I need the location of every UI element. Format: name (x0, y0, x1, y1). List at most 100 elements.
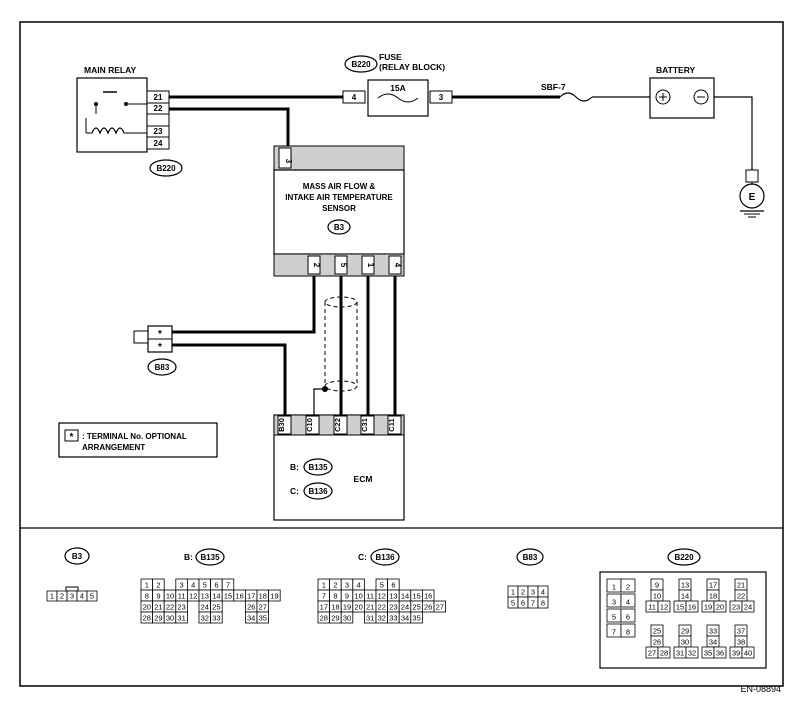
maf-top-pin-box (278, 147, 292, 169)
b136-pin-label: 25 (412, 603, 420, 612)
b135-pin-label: 33 (212, 614, 220, 623)
b136-pin-label: 6 (391, 581, 395, 590)
b136-view-prefix: C: (358, 552, 367, 562)
maf-line3: SENSOR (322, 204, 356, 213)
b135-pin-label: 8 (145, 592, 149, 601)
b136-cell (340, 611, 354, 624)
b220-cell (713, 600, 727, 613)
relay-coil-icon (91, 127, 125, 135)
maf-pin-5: 5 (339, 263, 348, 268)
wires-middle (172, 276, 397, 415)
maf-connector-label: B3 (334, 223, 345, 232)
relay-connector-badge (149, 159, 183, 177)
b220-pin-label: 12 (660, 603, 668, 612)
b136-cell (433, 600, 447, 613)
b136-pin-label: 32 (378, 614, 386, 623)
b136-pin-label: 18 (331, 603, 339, 612)
b135-pin-label: 16 (235, 592, 243, 601)
b135-pin-label: 9 (156, 592, 160, 601)
maf-pin-1: 1 (366, 263, 375, 268)
b3-pin-label: 3 (70, 592, 74, 601)
ecm-b-connector: B135 (308, 463, 328, 472)
b220-cell (620, 623, 636, 638)
legend-symbol: * (70, 432, 74, 443)
b135-pin-label: 5 (203, 581, 207, 590)
b83-badge (147, 358, 177, 376)
b136-pin-label: 9 (345, 592, 349, 601)
maf-line1: MASS AIR FLOW & (303, 182, 376, 191)
b83-pin-label: 8 (541, 599, 545, 608)
b3-pin-label: 2 (60, 592, 64, 601)
ecm-b-badge (303, 458, 333, 476)
ecm-pin-c22: C22 (333, 418, 342, 432)
b220-cell (657, 600, 671, 613)
b136-pin-label: 17 (320, 603, 328, 612)
b135-pin-label: 1 (145, 581, 149, 590)
b83-pin-label: 4 (541, 588, 545, 597)
maf-top-connector (273, 145, 405, 171)
b220-pin-label: 17 (709, 581, 717, 590)
main-relay-terminal-block (146, 90, 170, 150)
b135-pin-label: 31 (177, 614, 185, 623)
b220-pin-label: 20 (716, 603, 724, 612)
b220-pin-label: 9 (655, 581, 659, 590)
b220-pin-label: 40 (744, 649, 752, 658)
b220-pin-label: 7 (612, 628, 616, 637)
b220-pin-label: 13 (681, 581, 689, 590)
b220-cell (620, 593, 636, 608)
b83-connector: * * B83 (133, 325, 177, 376)
fuse-connector-badge (344, 55, 378, 73)
b3-pin-label: 4 (80, 592, 84, 601)
b136-pin-label: 21 (366, 603, 374, 612)
b135-pin-label: 20 (143, 603, 151, 612)
maf-line2: INTAKE AIR TEMPERATURE (285, 193, 393, 202)
ecm-pin-c31: C31 (360, 418, 369, 432)
b135-pin-label: 23 (177, 603, 185, 612)
ecm-c-connector: B136 (308, 487, 328, 496)
maf-body (273, 169, 405, 255)
ecm-pins: B30 C10 C22 C31 C11 (277, 415, 402, 435)
b135-pin-label: 35 (259, 614, 267, 623)
b136-pin-label: 13 (389, 592, 397, 601)
b220-pin-label: 26 (653, 638, 661, 647)
ecm: B30 C10 C22 C31 C11 B: B135 C: B136 ECM (273, 414, 405, 521)
b135-pin-label: 13 (201, 592, 209, 601)
b220-pin-label: 24 (744, 603, 752, 612)
relay-terminal-24: 24 (154, 139, 163, 148)
b220-pin-label: 39 (732, 649, 740, 658)
b220-pin-label: 4 (626, 598, 630, 607)
b135-pin-label: 19 (270, 592, 278, 601)
b136-pin-label: 11 (366, 592, 374, 601)
b220-cell (620, 578, 636, 593)
b83-pin-label: 1 (511, 588, 515, 597)
b220-cell (713, 646, 727, 659)
ecm-pin-b30: B30 (277, 418, 286, 432)
b135-pin-label: 10 (166, 592, 174, 601)
b220-pin-label: 31 (676, 649, 684, 658)
sbf-label: SBF-7 (541, 82, 566, 92)
b220-cell (685, 646, 699, 659)
b83-pin-label: 3 (531, 588, 535, 597)
b135-pin-label: 21 (154, 603, 162, 612)
b136-pin-label: 10 (354, 592, 362, 601)
b220-pin-label: 21 (737, 581, 745, 590)
b220-pin-label: 32 (688, 649, 696, 658)
b136-pin-label: 3 (345, 581, 349, 590)
maf-pin-4: 4 (393, 263, 402, 268)
sbf-fuse-icon (559, 92, 593, 102)
legend: * : TERMINAL No. OPTIONAL ARRANGEMENT (58, 422, 218, 458)
b83-pin-1: * (158, 329, 162, 340)
figure-code: EN-08894 (740, 684, 781, 694)
fuse-element-icon (377, 93, 419, 103)
b135-pin-label: 15 (224, 592, 232, 601)
b135-pin-label: 28 (143, 614, 151, 623)
b220-pin-label: 23 (732, 603, 740, 612)
b3-view-label: B3 (72, 552, 83, 561)
